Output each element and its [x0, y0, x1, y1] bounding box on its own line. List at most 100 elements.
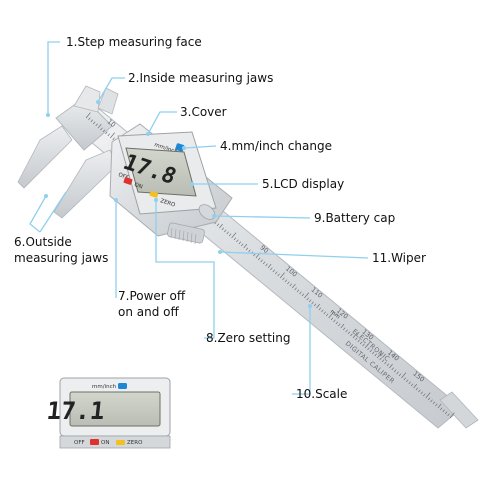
- scale-tick: [100, 127, 103, 131]
- outside-jaw-slide: [53, 149, 117, 219]
- scale-tick: [296, 289, 300, 293]
- scale-tick: [430, 399, 433, 403]
- scale-tick: [231, 232, 237, 239]
- scale-tick: [85, 112, 91, 119]
- scale-tick: [427, 397, 431, 401]
- scale-tick: [391, 367, 394, 371]
- scale-tick: [420, 391, 424, 395]
- scale-tick: [384, 361, 387, 365]
- label-outside-jaws-line1: 6.Outside: [14, 235, 72, 249]
- scale-tick: [313, 303, 317, 307]
- scale-tick: [105, 131, 108, 135]
- inset-display: mm/inch 17.1 OFF ON ZERO: [45, 377, 171, 449]
- scale-tick: [299, 291, 302, 295]
- scale-tick: [359, 341, 363, 345]
- scale-tick: [262, 261, 266, 265]
- scale-tick: [389, 363, 393, 369]
- scale-tick: [216, 223, 220, 227]
- inset-off-label: OFF: [74, 440, 85, 446]
- inset-on-label: ON: [101, 440, 109, 446]
- label-wiper: 11.Wiper: [372, 251, 426, 265]
- scale-tick: [272, 269, 276, 273]
- scale-tick: [279, 272, 285, 279]
- scale-tick: [289, 283, 293, 287]
- scale-tick: [90, 119, 94, 123]
- scale-tick: [379, 357, 382, 361]
- scale-tick: [406, 379, 409, 383]
- inset-mm-inch-button[interactable]: [118, 383, 127, 389]
- scale-tick: [318, 307, 322, 311]
- scale-tick: [224, 229, 227, 233]
- leader-lines: [29, 41, 369, 395]
- inset-power-button[interactable]: [90, 439, 99, 445]
- scale-tick: [275, 271, 278, 275]
- scale-tick: [403, 377, 407, 381]
- scale-tick: [447, 413, 450, 417]
- scale-tick: [316, 303, 320, 309]
- scale-tick: [112, 137, 115, 141]
- scale-tick: [330, 317, 334, 321]
- scale-tick: [291, 283, 296, 289]
- scale-tick: [418, 389, 421, 393]
- scale-tick: [253, 253, 256, 257]
- scale-tick: [93, 121, 96, 125]
- scale-tick: [328, 312, 334, 319]
- scale-tick: [323, 311, 326, 315]
- inside-jaw-slide: [97, 87, 119, 115]
- scale-tick: [376, 352, 382, 359]
- scale-tick: [442, 409, 445, 413]
- scale-tick: [243, 243, 248, 249]
- scale-tick: [282, 277, 285, 281]
- scale-tick: [410, 383, 414, 387]
- scale-tick: [109, 132, 115, 139]
- unit-label: mm: [329, 309, 341, 320]
- scale-tick: [352, 332, 358, 339]
- thumb-wheel[interactable]: [167, 222, 205, 244]
- scale-tick: [342, 327, 346, 331]
- scale-tick: [267, 263, 272, 269]
- label-power-line2: on and off: [118, 305, 179, 319]
- scale-tick: [248, 249, 251, 253]
- scale-tick: [95, 123, 98, 127]
- scale-tick: [236, 239, 239, 243]
- scale-tick: [306, 297, 310, 301]
- scale-tick: [398, 373, 402, 377]
- lcd-display: [125, 147, 197, 197]
- scale-tick: [241, 243, 244, 247]
- label-power-line1: 7.Power off: [118, 289, 186, 303]
- zero-button[interactable]: [149, 191, 159, 198]
- scale-tick: [437, 403, 442, 409]
- scale-tick: [294, 287, 297, 291]
- zero-label: ZERO: [159, 198, 176, 209]
- scale-tick: [425, 392, 431, 399]
- scale-number: 10: [106, 118, 117, 129]
- scale-tick: [102, 129, 106, 133]
- scale-tick: [362, 343, 365, 347]
- scale-tick: [408, 381, 411, 385]
- scale-tick: [338, 323, 341, 327]
- scale-tick: [401, 372, 407, 379]
- label-battery-cap: 9.Battery cap: [314, 211, 395, 225]
- inside-jaw-fixed: [73, 85, 101, 113]
- scale-tick: [350, 333, 353, 337]
- label-step-measuring-face: 1.Step measuring face: [66, 35, 202, 49]
- label-mm-inch-change: 4.mm/inch change: [220, 139, 332, 153]
- scale-tick: [423, 393, 426, 397]
- scale-tick: [413, 383, 418, 389]
- scale-tick: [308, 299, 312, 303]
- scale-tick: [396, 371, 399, 375]
- power-button[interactable]: [123, 177, 133, 185]
- inset-lcd: [69, 391, 161, 427]
- inset-zero-button[interactable]: [116, 440, 125, 445]
- scale-tick: [432, 401, 436, 405]
- scale-tick: [221, 227, 225, 231]
- label-lcd-display: 5.LCD display: [262, 177, 344, 191]
- scale-tick: [415, 387, 419, 391]
- inset-lcd-value: 17.1: [45, 397, 106, 425]
- scale-tick: [284, 279, 288, 283]
- caliper: 102090100110120130140150 mm/inch 17.8 OF…: [17, 85, 479, 429]
- mm-inch-button[interactable]: [175, 143, 185, 152]
- scale-tick: [321, 309, 324, 313]
- scale-tick: [369, 349, 373, 353]
